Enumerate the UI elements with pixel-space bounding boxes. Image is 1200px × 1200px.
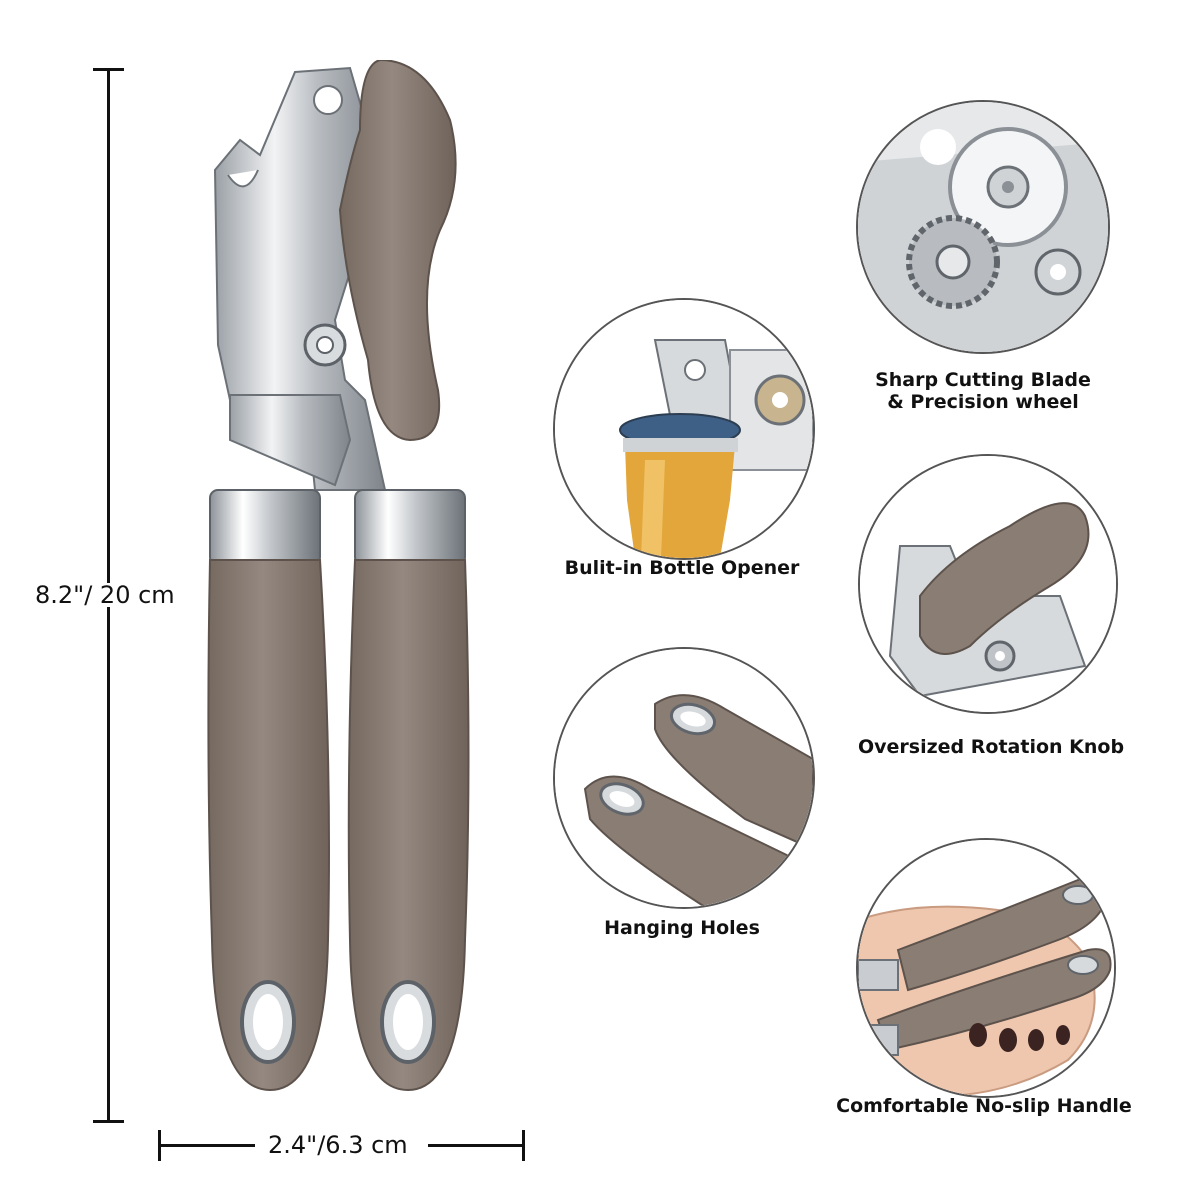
feature-label-rotation-knob: Oversized Rotation Knob (858, 736, 1125, 758)
can-opener-product-image (200, 60, 500, 1120)
bottle-opener-closeup (553, 298, 815, 560)
no-slip-handle-closeup (856, 838, 1116, 1098)
feature-label-cutting-blade: Sharp Cutting Blade & Precision wheel (875, 369, 1091, 413)
height-dimension-top-cap (93, 68, 124, 71)
feature-label-bottle-opener: Bulit-in Bottle Opener (564, 557, 800, 579)
width-dimension-line-right (428, 1144, 524, 1147)
width-dimension-label: 2.4"/6.3 cm (268, 1131, 408, 1159)
height-dimension-bottom-cap (93, 1120, 124, 1123)
width-dimension-line-left (160, 1144, 255, 1147)
feature-label-no-slip-handle: Comfortable No-slip Handle (836, 1095, 1132, 1117)
feature-label-hanging-holes: Hanging Holes (604, 917, 760, 939)
rotation-knob-closeup (858, 454, 1118, 714)
bottle-opener-icon (555, 300, 813, 558)
cutting-wheel-closeup (856, 100, 1110, 354)
hanging-holes-closeup (553, 647, 815, 909)
cutting-wheel-icon (858, 102, 1108, 352)
width-dimension-left-cap (158, 1130, 161, 1161)
height-dimension-label: 8.2"/ 20 cm (35, 581, 175, 609)
hand-holding-handle-icon (858, 840, 1114, 1096)
rotation-knob-icon (860, 456, 1116, 712)
hanging-holes-icon (555, 649, 813, 907)
